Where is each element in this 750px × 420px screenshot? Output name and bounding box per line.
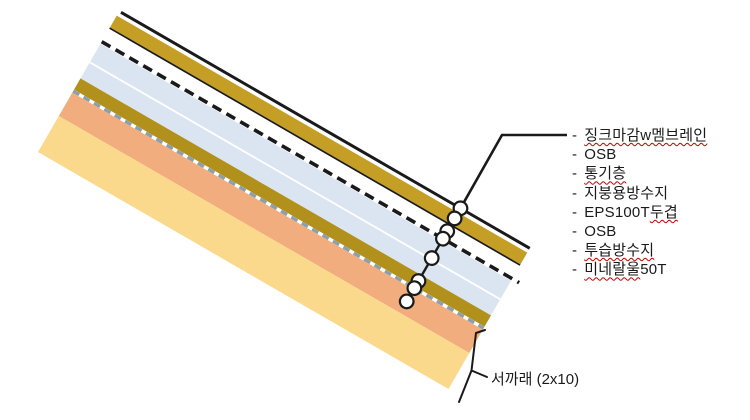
layer-label: -지붕용방수지 bbox=[572, 184, 707, 203]
label-text: 지붕용방수지 bbox=[584, 184, 669, 202]
label-bullet: - bbox=[572, 146, 578, 164]
layer-osb-upper-bottom-line bbox=[109, 27, 521, 266]
label-text: EPS100T bbox=[584, 203, 650, 221]
layer-label: -통기층 bbox=[572, 164, 707, 183]
callout-markers bbox=[398, 200, 469, 310]
layer-rafter bbox=[38, 116, 470, 390]
label-bullet: - bbox=[572, 127, 578, 144]
label-text: 투습방수지 bbox=[584, 242, 655, 260]
label-text: 통기층 bbox=[584, 165, 627, 183]
leader-line bbox=[459, 133, 567, 209]
layer-label: -OSB bbox=[572, 222, 707, 241]
layer-eps-divider-line bbox=[89, 61, 501, 301]
layer-osb-lower bbox=[74, 78, 491, 327]
label-text: 징크마감w멤브레인 bbox=[584, 127, 708, 144]
label-text: OSB bbox=[584, 223, 617, 241]
layer-mineral-wool bbox=[58, 92, 483, 354]
callout-marker-eps bbox=[423, 250, 440, 266]
roof-layer-stack bbox=[38, 10, 531, 390]
callout-marker-vapour-membrane bbox=[406, 280, 423, 297]
callout-marker-osb-upper bbox=[446, 210, 463, 227]
layer-vapour-membrane-gap bbox=[72, 89, 485, 330]
rafter-label: 서까래 (2x10) bbox=[491, 371, 580, 388]
label-bullet: - bbox=[572, 223, 578, 241]
rafter-bracket bbox=[458, 329, 488, 403]
label-text: 두겹 bbox=[649, 203, 678, 221]
label-text: 미네랄울 bbox=[584, 261, 641, 279]
layer-label: -징크마감w멤브레인 bbox=[572, 126, 707, 145]
layer-label: -EPS100T 두겹 bbox=[572, 203, 707, 222]
layer-label: -투습방수지 bbox=[572, 241, 707, 260]
label-bullet: - bbox=[572, 261, 578, 279]
layer-zinc-membrane bbox=[120, 10, 531, 250]
layer-eps-insulation bbox=[80, 43, 511, 316]
callout-marker-roof-waterproofing bbox=[435, 230, 451, 247]
label-bullet: - bbox=[572, 184, 578, 202]
label-bullet: - bbox=[572, 165, 578, 183]
layer-label: -OSB bbox=[572, 145, 707, 164]
label-text: 50T bbox=[640, 261, 667, 279]
label-bullet: - bbox=[572, 242, 578, 260]
label-text: OSB bbox=[584, 146, 617, 164]
label-bullet: - bbox=[572, 203, 578, 221]
callout-marker-mineral-wool bbox=[398, 293, 415, 310]
layer-label-list: -징크마감w멤브레인-OSB-통기층-지붕용방수지-EPS100T 두겹-OSB… bbox=[572, 126, 707, 280]
layer-osb-upper bbox=[110, 15, 528, 265]
